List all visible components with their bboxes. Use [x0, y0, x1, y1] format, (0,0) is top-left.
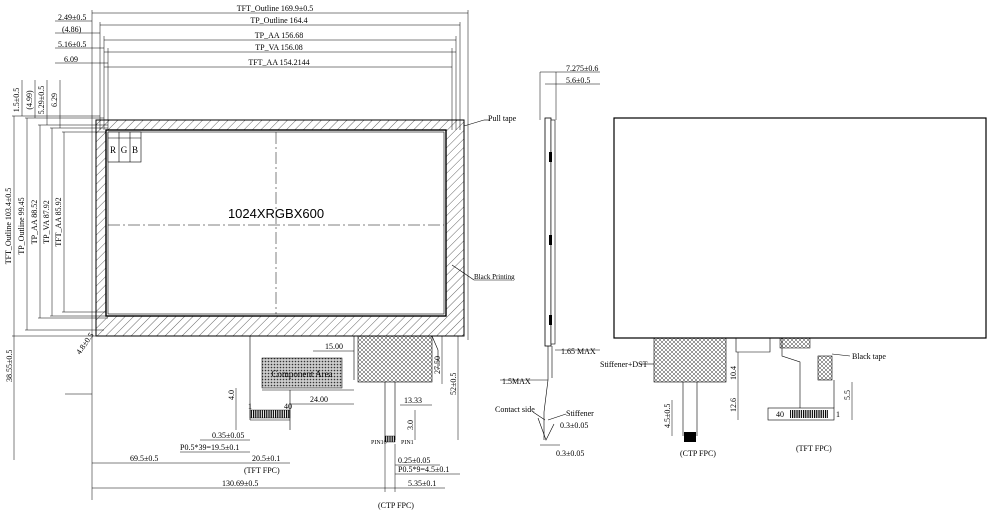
dim-1-5: 1.5±0.5 — [12, 88, 21, 112]
dim-27-5: 27.50 — [433, 356, 442, 374]
pull-tape-label: Pull tape — [488, 114, 517, 123]
component-area-label: Component Area — [271, 369, 332, 379]
dim-tp-va: TP_VA 156.08 — [255, 43, 302, 52]
dim-tp-aa: TP_AA 156.68 — [255, 31, 303, 40]
dim-15: 15.00 — [325, 342, 343, 351]
back-ctp-fpc-label: (CTP FPC) — [680, 449, 716, 458]
back-pin1: 1 — [836, 410, 840, 419]
rgb-g: G — [121, 145, 128, 155]
contact-side-label: Contact side — [495, 405, 535, 414]
dim-1-5-max: 1.5MAX — [502, 377, 531, 386]
dim-5-5: 5.5 — [843, 390, 852, 400]
fpc-area: Component Area 15.00 24.00 4.0 1 40 27.5… — [5, 331, 460, 510]
dim-tft-outline: TFT_Outline 169.9±0.5 — [237, 4, 314, 13]
side-view: 7.275±0.6 5.6±0.5 1.65 MAX 1.5MAX Contac… — [495, 64, 600, 458]
dim-0-35: 0.35±0.05 — [212, 431, 244, 440]
rgb-r: R — [110, 145, 116, 155]
dim-5-29: 5.29±0.5 — [37, 86, 46, 114]
dim-pin1-left: 1 — [248, 402, 252, 411]
dim-p05x39: P0.5*39=19.5±0.1 — [180, 443, 239, 452]
dim-pin40: 40 — [284, 402, 292, 411]
pin10-label: PIN10 — [371, 440, 387, 446]
dim-4-99: (4.99) — [25, 90, 34, 110]
dim-5-35: 5.35±0.1 — [408, 479, 436, 488]
black-tape-label: Black tape — [852, 352, 886, 361]
dim-0-25: 0.25±0.05 — [398, 456, 430, 465]
dim-3: 3.0 — [406, 420, 415, 430]
dim-13-33: 13.33 — [404, 396, 422, 405]
dim-tp-outline: TP_Outline 164.4 — [250, 16, 307, 25]
dim-tft-outline-v: TFT_Outline 103.4±0.5 — [4, 188, 13, 265]
panel: R G B 1024XRGBX600 Pull tape Black Print… — [95, 114, 517, 337]
resolution-label: 1024XRGBX600 — [228, 206, 324, 221]
dim-2-49: 2.49±0.5 — [58, 13, 86, 22]
dim-24: 24.00 — [310, 395, 328, 404]
dim-130-69: 130.69±0.5 — [222, 479, 258, 488]
back-pin40: 40 — [776, 410, 784, 419]
black-printing-label: Black Printing — [474, 273, 515, 281]
dim-tp-aa-v: TP_AA 88.52 — [30, 200, 39, 244]
top-dimensions: TFT_Outline 169.9±0.5 TP_Outline 164.4 T… — [55, 4, 469, 500]
dim-52: 52±0.5 — [449, 373, 458, 395]
dim-4-8: 4.8±0.5 — [74, 331, 95, 356]
dim-6-09: 6.09 — [64, 55, 78, 64]
stiffener-label: Stiffener — [566, 409, 594, 418]
dim-6-29: 6.29 — [50, 93, 59, 107]
dim-38-55: 38.55±0.5 — [5, 350, 14, 382]
back-view: Black tape 40 1 Stiffener+DST 10.4 12.6 … — [600, 117, 987, 458]
dim-0-3-a: 0.3±0.05 — [560, 421, 588, 430]
dim-4-86: (4.86) — [62, 25, 82, 34]
dim-4-5: 4.5±0.5 — [663, 404, 672, 428]
dim-tp-va-v: TP_VA 87.92 — [42, 200, 51, 243]
pin1-label: PIN1 — [401, 440, 414, 446]
dim-5-16: 5.16±0.5 — [58, 40, 86, 49]
dim-1-65-max: 1.65 MAX — [561, 347, 596, 356]
dim-69-5: 69.5±0.5 — [130, 454, 158, 463]
dim-tft-aa-v: TFT_AA 85.92 — [54, 197, 63, 246]
ctp-fpc-label: (CTP FPC) — [378, 501, 414, 510]
dim-12-6: 12.6 — [729, 398, 738, 412]
dim-tp-outline-v: TP_Outline 99.45 — [17, 197, 26, 254]
dim-0-3-b: 0.3±0.05 — [556, 449, 584, 458]
left-dimensions: TFT_Outline 103.4±0.5 TP_Outline 99.45 T… — [4, 80, 108, 337]
stiffener-dst-label: Stiffener+DST — [600, 360, 648, 369]
dim-p05x9: P0.5*9=4.5±0.1 — [398, 465, 449, 474]
tft-fpc-label: (TFT FPC) — [244, 466, 280, 475]
rgb-b: B — [132, 145, 138, 155]
dim-4: 4.0 — [227, 390, 236, 400]
back-tft-fpc-label: (TFT FPC) — [796, 444, 832, 453]
dim-7-275: 7.275±0.6 — [566, 64, 598, 73]
front-view: TFT_Outline 169.9±0.5 TP_Outline 164.4 T… — [4, 4, 517, 510]
dim-tft-aa: TFT_AA 154.2144 — [248, 58, 309, 67]
dim-20-5: 20.5±0.1 — [252, 454, 280, 463]
dim-10-4: 10.4 — [729, 366, 738, 380]
dim-5-6: 5.6±0.5 — [566, 76, 590, 85]
